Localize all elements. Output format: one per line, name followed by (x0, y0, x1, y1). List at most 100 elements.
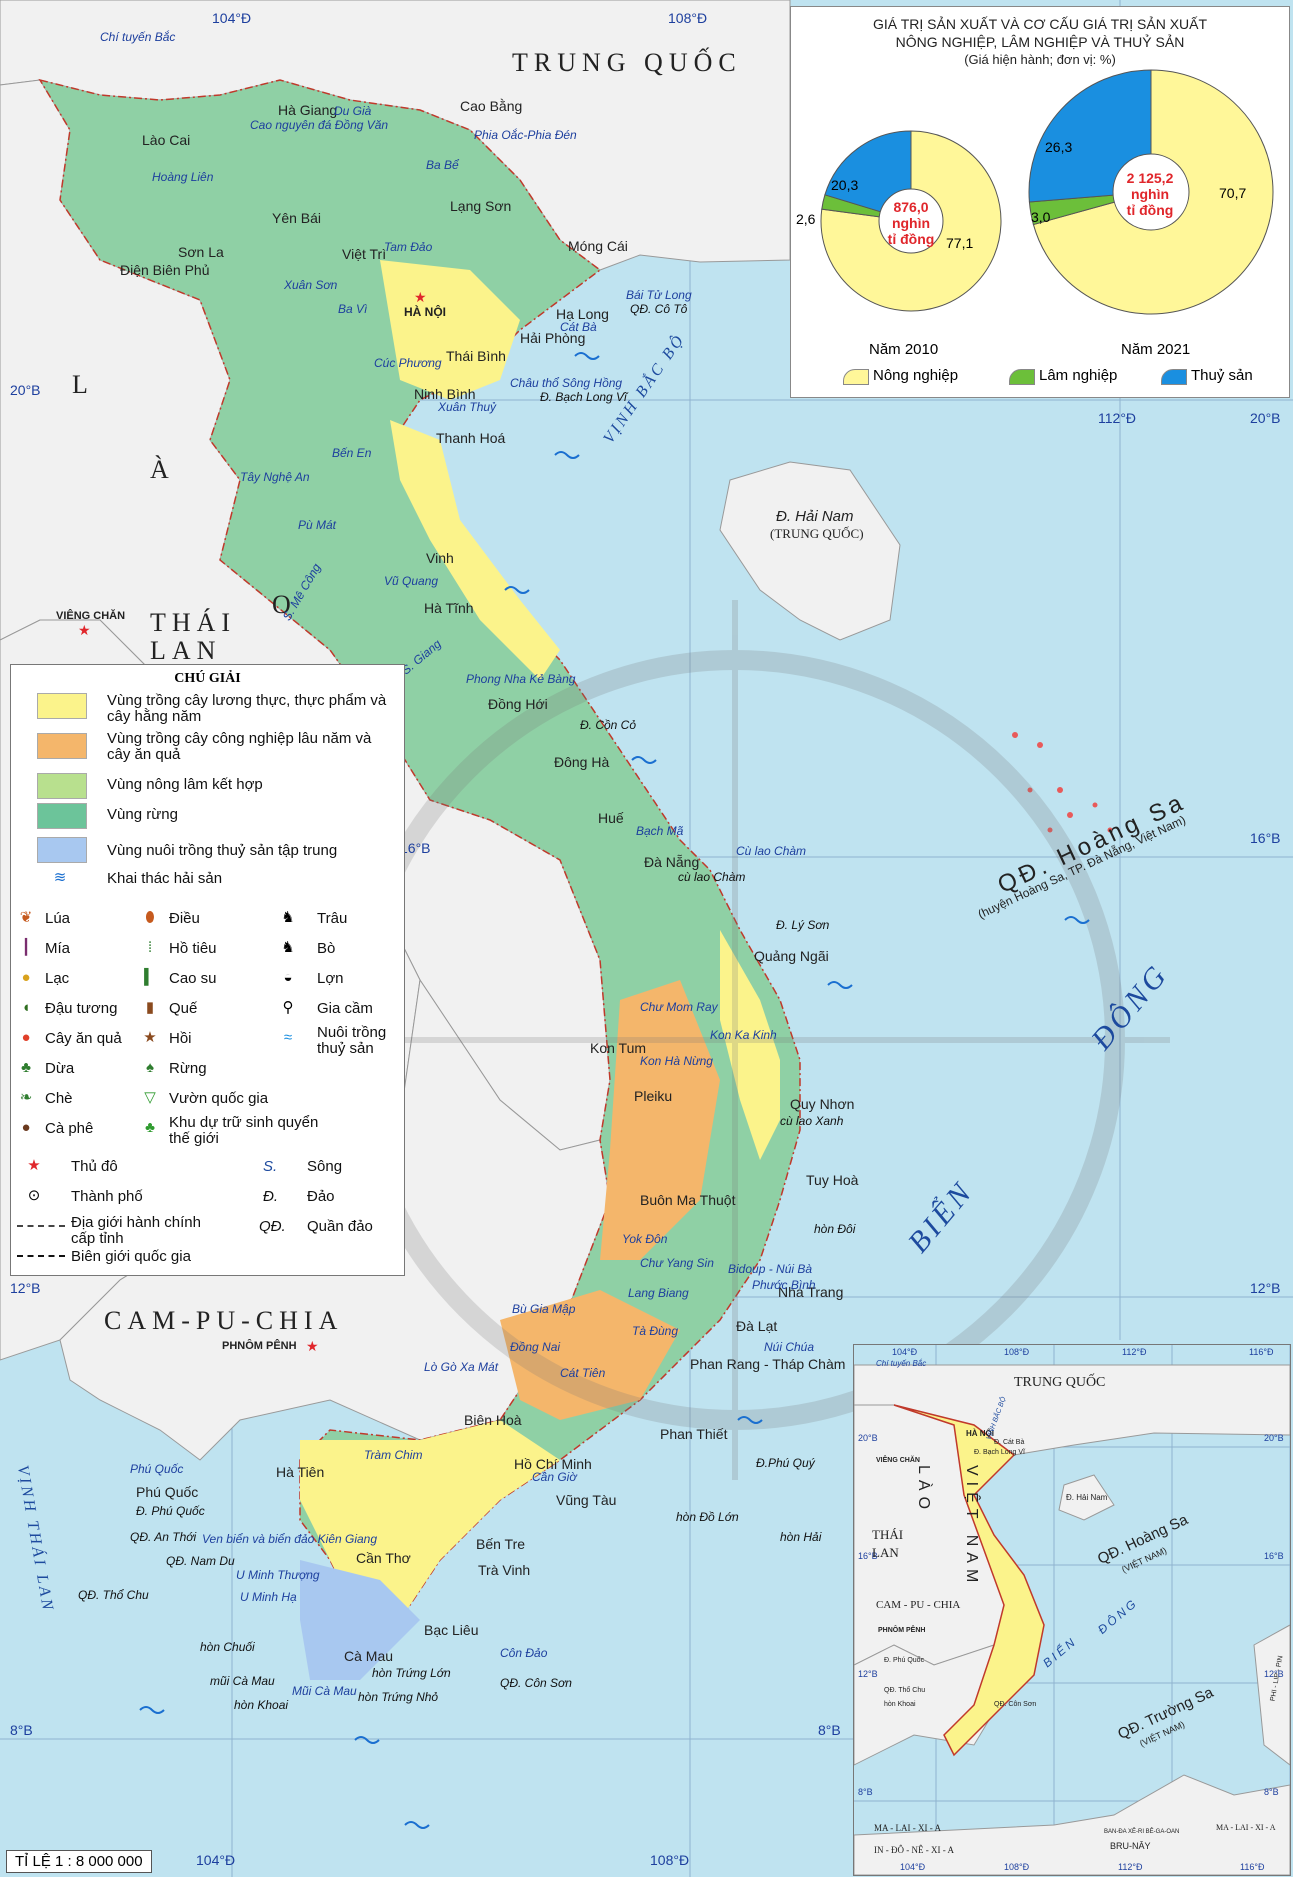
legend-swatch-thuy (1161, 369, 1187, 385)
capital-star-icon: ★ (306, 1338, 319, 1354)
zone-label: Vùng trồng cây lương thực, thực phẩm và … (107, 692, 387, 725)
island-label: hòn Trứng Nhỏ (358, 1690, 439, 1704)
buffalo-icon: ♞ (281, 909, 295, 926)
park-label: Tây Nghệ An (240, 470, 310, 484)
park-label: Chư Yang Sin (640, 1256, 714, 1270)
pie-total-2010-unit1: nghìn (891, 215, 931, 231)
tea-icon: ❧ (19, 1089, 33, 1106)
inset-laos: LÀO (915, 1465, 932, 1516)
zone-label: Vùng trồng cây công nghiệp lâu năm và câ… (107, 730, 372, 763)
city-label: Bến Tre (476, 1536, 526, 1552)
inset-brunei: BRU-NÂY (1110, 1841, 1151, 1851)
map-legend: CHÚ GIẢI Vùng trồng cây lương thực, thực… (10, 664, 405, 1276)
city-label: Vũng Tàu (556, 1492, 617, 1508)
park-label: Hoàng Liên (152, 170, 214, 184)
park-label: Xuân Thuỷ (438, 400, 497, 414)
park-label: Phú Quốc (130, 1462, 184, 1476)
national-park-icon: ▽ (144, 1089, 156, 1106)
park-label: Phia Oắc-Phia Đén (474, 128, 577, 142)
legend-item: Cao su (169, 970, 217, 987)
city-label: Vinh (426, 550, 454, 566)
coord-20-right: 20°B (1250, 410, 1281, 426)
city-label: Kon Tum (590, 1040, 647, 1056)
abbr-sym: S. (263, 1158, 278, 1175)
swatch-aquaculture (37, 837, 87, 863)
city-label: Đông Hà (554, 754, 610, 770)
legend-item: Biên giới quốc gia (71, 1248, 191, 1265)
city-label: Đà Lạt (736, 1318, 778, 1334)
map-scale: TỈ LỆ 1 : 8 000 000 (6, 1850, 152, 1873)
park-label: Côn Đảo (500, 1646, 548, 1660)
park-label: Bến En (332, 446, 372, 460)
legend-item: Cây ăn quả (45, 1030, 122, 1047)
pie-label-2010-nong: 77,1 (946, 235, 974, 251)
city-label: Hà Tiên (276, 1464, 325, 1480)
chart-title-line1: GIÁ TRỊ SẢN XUẤT VÀ CƠ CẤU GIÁ TRỊ SẢN X… (872, 16, 1208, 32)
coord-104-top: 104°Đ (212, 10, 252, 26)
park-label: Cát Tiên (560, 1366, 606, 1380)
chart-subtitle: (Giá hiện hành; đơn vị: %) (964, 52, 1116, 67)
inset-bachlong: Đ. Bạch Long Vĩ (974, 1449, 1025, 1456)
inset-coord: 104°Đ (892, 1347, 918, 1357)
inset-brunei-city: BAN-ĐA XÊ-RI BÊ-GA-OAN (1104, 1829, 1180, 1835)
forest-icon: ♠ (146, 1059, 154, 1076)
park-label: Cù lao Chàm (736, 844, 807, 858)
inset-coord: 12°B (858, 1669, 878, 1679)
coconut-icon: ♣ (21, 1059, 31, 1076)
inset-cambodia: CAM - PU - CHIA (876, 1599, 961, 1611)
pig-icon: ◒ (283, 969, 293, 986)
city-label: Thái Bình (446, 348, 506, 364)
label-thai-2: LAN (150, 636, 222, 665)
legend-item: Thủ đô (71, 1158, 118, 1175)
legend-swatch-nong (843, 369, 869, 385)
pie-chart-panel: GIÁ TRỊ SẢN XUẤT VÀ CƠ CẤU GIÁ TRỊ SẢN X… (790, 6, 1290, 398)
coord-108-bottom: 108°Đ (650, 1852, 690, 1868)
park-label: Mũi Cà Mau (292, 1684, 357, 1698)
coord-112: 112°Đ (1098, 410, 1137, 426)
inset-thai-1: THÁI (872, 1527, 904, 1542)
inset-phnompenh: PHNÔM PÊNH (878, 1627, 926, 1634)
island-label: Đ. Bạch Long Vĩ (540, 390, 627, 404)
swatch-industrial-crops (37, 733, 87, 759)
coffee-icon: ● (21, 1119, 31, 1136)
pie-label-2010-lam: 2,6 (796, 211, 816, 227)
label-laos-1: L (72, 370, 94, 399)
coord-20-left: 20°B (10, 382, 41, 398)
inset-coord: 116°Đ (1249, 1347, 1274, 1357)
city-label: Phan Thiết (660, 1426, 728, 1442)
inset-china: TRUNG QUỐC (1014, 1375, 1106, 1390)
inset-svg (854, 1345, 1290, 1875)
pie-total-2010-value: 876,0 (893, 199, 929, 215)
city-label: Cà Mau (344, 1648, 394, 1664)
park-label: Cao nguyên đá Đồng Văn (250, 118, 389, 132)
legend-item: Lợn (317, 970, 344, 987)
inset-malaysia-1: MA - LAI - XI - A (874, 1823, 941, 1833)
city-label: Bạc Liêu (424, 1622, 479, 1638)
pie-label-2021-thuy: 26,3 (1045, 139, 1073, 155)
legend-item: Dừa (45, 1060, 75, 1077)
legend-item: Đậu tương (45, 1000, 118, 1017)
inset-coord: 112°Đ (1118, 1862, 1143, 1872)
park-label: Núi Chúa (764, 1340, 815, 1354)
island-label: Đ. Lý Sơn (776, 918, 830, 932)
abbr-text: Đảo (307, 1188, 335, 1205)
legend-item: Lúa (45, 910, 71, 927)
pie-charts-svg (820, 69, 1274, 315)
inset-coord: 20°B (1264, 1433, 1284, 1443)
park-label: Xuân Sơn (284, 278, 338, 292)
inset-coord: 108°Đ (1004, 1862, 1030, 1872)
park-label: Cần Giờ (532, 1470, 577, 1484)
cashew-icon: ⬮ (145, 909, 155, 926)
capital-star-icon: ★ (78, 622, 91, 638)
zone-label: Vùng rừng (107, 806, 178, 823)
city-label: Hải Phòng (520, 330, 586, 346)
coord-104-bottom: 104°Đ (196, 1852, 236, 1868)
pie-year-label-2021: Năm 2021 (1121, 341, 1191, 358)
city-label: Hạ Long (556, 306, 609, 322)
coord-12-left: 12°B (10, 1280, 41, 1296)
fruit-tree-icon: ● (21, 1029, 31, 1046)
park-label: Pù Mát (298, 518, 337, 532)
city-label: Lào Cai (142, 132, 191, 148)
legend-item: Trâu (317, 910, 348, 927)
inset-coord: 104°Đ (900, 1862, 926, 1872)
